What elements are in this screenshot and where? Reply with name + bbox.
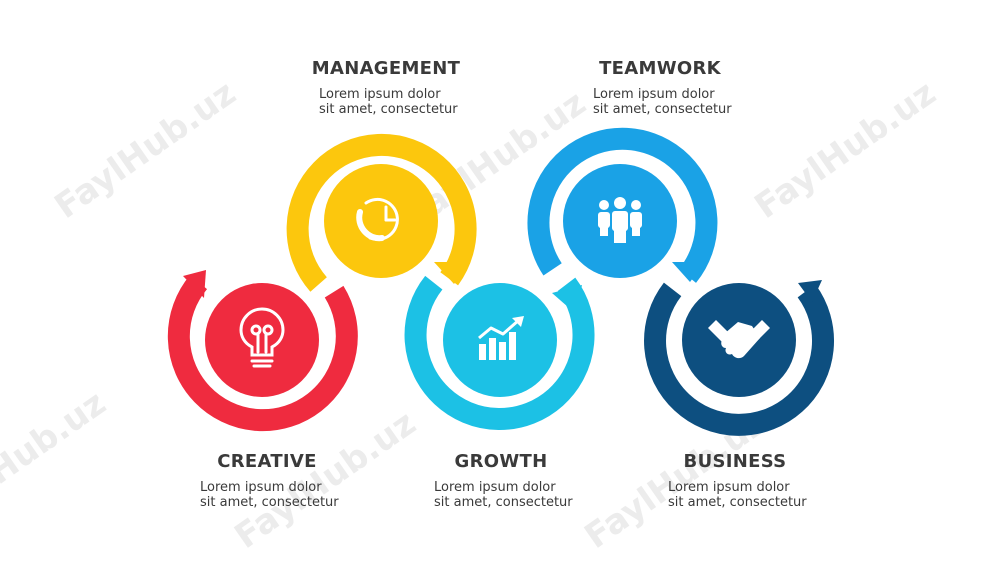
step-management [286, 134, 477, 292]
teamwork-arrow-tip [672, 262, 705, 282]
step-creative [167, 270, 358, 432]
creative-core [205, 283, 319, 397]
step-desc-growth: Lorem ipsum dolor sit amet, consectetur [434, 480, 614, 510]
step-title-teamwork: TEAMWORK [599, 58, 721, 79]
step-desc-creative: Lorem ipsum dolor sit amet, consectetur [200, 480, 380, 510]
desc-line: Lorem ipsum dolor [593, 87, 715, 102]
teamwork-ring [527, 127, 718, 283]
step-desc-teamwork: Lorem ipsum dolor sit amet, consectetur [593, 87, 773, 117]
business-ring [644, 282, 835, 436]
step-desc-management: Lorem ipsum dolor sit amet, consectetur [319, 87, 499, 117]
desc-line: sit amet, consectetur [319, 102, 458, 117]
desc-line: sit amet, consectetur [434, 495, 573, 510]
desc-line: sit amet, consectetur [200, 495, 339, 510]
desc-line: Lorem ipsum dolor [200, 480, 322, 495]
creative-arrow-tip [183, 270, 206, 298]
growth-ring [404, 275, 595, 430]
desc-line: Lorem ipsum dolor [434, 480, 556, 495]
handshake-icon [708, 320, 770, 359]
growth-arrow-tip [552, 285, 582, 314]
desc-line: Lorem ipsum dolor [668, 480, 790, 495]
desc-line: sit amet, consectetur [593, 102, 732, 117]
management-ring [286, 134, 477, 292]
step-title-creative: CREATIVE [217, 451, 317, 472]
step-title-management: MANAGEMENT [311, 58, 461, 79]
desc-line: Lorem ipsum dolor [319, 87, 441, 102]
team-icon [598, 197, 642, 243]
management-arrow-tip [434, 262, 470, 284]
step-title-growth: GROWTH [454, 451, 548, 472]
desc-line: sit amet, consectetur [668, 495, 807, 510]
step-teamwork [527, 127, 718, 283]
growth-chart-icon [478, 316, 524, 360]
step-business [644, 280, 835, 436]
management-core [324, 164, 438, 278]
creative-ring [167, 274, 358, 432]
step-growth [404, 275, 595, 430]
business-arrow-tip [798, 280, 822, 302]
phone-clock-icon [356, 197, 399, 242]
growth-core [443, 283, 557, 397]
step-title-business: BUSINESS [683, 451, 787, 472]
step-desc-business: Lorem ipsum dolor sit amet, consectetur [668, 480, 848, 510]
lightbulb-icon [239, 307, 285, 368]
